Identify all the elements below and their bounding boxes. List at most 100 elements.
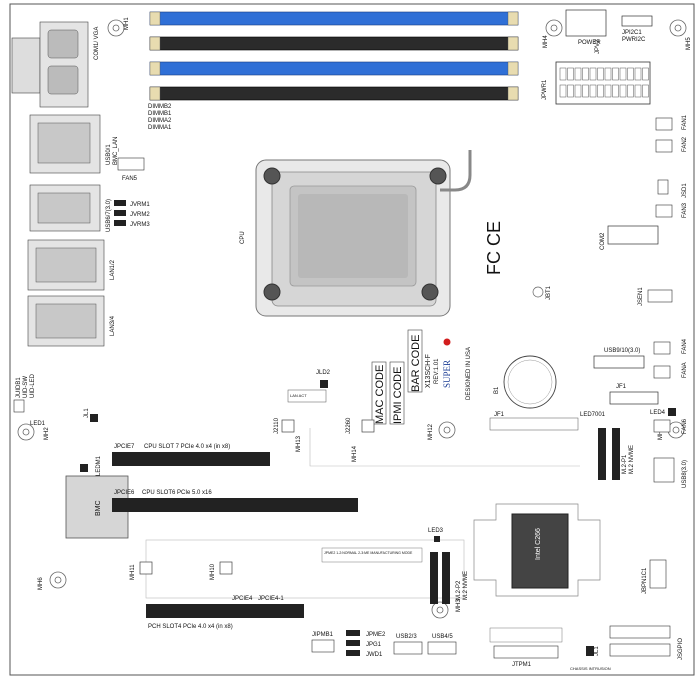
ipmi-code-box xyxy=(389,361,405,425)
label-mh6: MH6 xyxy=(38,577,44,590)
label-jpv2: JPV2 xyxy=(595,39,601,54)
jpwr1-pin xyxy=(567,84,574,98)
label-m2nvme: M.2 NVME xyxy=(629,445,635,474)
label-bmc: BMC xyxy=(95,500,102,516)
svg-text:FC CE: FC CE xyxy=(484,221,504,275)
jf1-pinout-table xyxy=(489,417,579,431)
label-rev: REV:1.01 xyxy=(434,358,440,384)
label-jpi2c1: JPI2C1 xyxy=(622,30,642,36)
label-led4: LED4 xyxy=(650,410,666,416)
label-ipmi-code: IPMI CODE xyxy=(392,367,404,424)
label-jpcie4-1: JPCIE4-1 xyxy=(258,596,284,602)
jpwr1-pin xyxy=(559,84,567,98)
label-fan2: FAN2 xyxy=(682,136,688,152)
usb23-header xyxy=(393,641,423,655)
label-mh7: MH7 xyxy=(658,427,664,440)
pcie4-slot xyxy=(146,604,304,618)
fan3-header xyxy=(655,204,673,218)
label-m2p2: M.2-P2 xyxy=(456,580,462,600)
m2p2-slot-b xyxy=(442,552,450,604)
jpwr1-pin xyxy=(604,84,612,98)
hole-mh12 xyxy=(438,421,456,439)
label-dimmb1: DIMMB1 xyxy=(148,111,172,117)
usb45-header xyxy=(427,641,457,655)
pcie6-slot xyxy=(112,498,358,512)
label-slot7: CPU SLOT 7 PCIe 4.0 x4 (in x8) xyxy=(144,444,230,450)
hole-mh5 xyxy=(669,19,687,37)
label-jsen1: JSEN1 xyxy=(638,287,644,306)
label-pwri2c: PWRI2C xyxy=(622,37,646,43)
com1-vga-connector xyxy=(11,21,89,108)
label-slot6: CPU SLOT6 PCIe 5.0 x16 xyxy=(142,490,212,496)
jpwr1-pin xyxy=(627,84,634,98)
m2-outline-top xyxy=(309,428,580,467)
label-usb01: USB0/1 xyxy=(106,144,112,165)
jpwr1-pin xyxy=(634,84,642,98)
led4 xyxy=(668,408,676,416)
label-mh12: MH12 xyxy=(428,423,434,440)
label-mh10: MH10 xyxy=(210,563,216,580)
jtpm1-header xyxy=(493,645,559,659)
jpwr1-pin xyxy=(582,67,589,81)
jlan-table xyxy=(287,389,327,403)
j2260-standoff xyxy=(361,419,375,433)
label-designed: DESIGNED IN USA xyxy=(466,347,472,400)
label-fan1: FAN1 xyxy=(682,114,688,130)
label-jbpn1c1: JBPN1C1 xyxy=(642,567,648,594)
fan4-header xyxy=(653,341,671,355)
label-lan34: LAN3/4 xyxy=(110,315,116,336)
label-com2: COM2 xyxy=(600,232,606,250)
jsgpio-connector xyxy=(609,625,671,639)
label-jtpm1: JTPM1 xyxy=(512,662,532,668)
m2p1-slot-a xyxy=(598,428,606,480)
jpme2-note-box xyxy=(321,547,423,563)
label-jl1: JL1 xyxy=(84,408,90,418)
label-jpcie6: JPCIE6 xyxy=(114,490,135,496)
label-fan4: FAN4 xyxy=(682,338,688,354)
jf1-header xyxy=(609,391,659,405)
jpwr1-pin xyxy=(567,67,574,81)
mounting-holes xyxy=(17,19,687,619)
label-mh1: MH1 xyxy=(124,17,130,30)
usb67-port xyxy=(37,192,91,224)
label-usb910: USB9/10(3.0) xyxy=(604,348,640,354)
jbpn1c1-header xyxy=(649,559,667,589)
label-jpwr1: JPWR1 xyxy=(542,79,548,100)
label-power: POWER xyxy=(578,40,601,46)
label-jf1: JF1 xyxy=(616,384,627,390)
label-jlan: LAN ACT xyxy=(290,393,307,398)
jpwr1-pin xyxy=(574,67,582,81)
jpwr1-pin xyxy=(627,67,634,81)
label-com1-vga: COM1/ VGA xyxy=(94,27,100,60)
battery-inner xyxy=(507,359,553,405)
fan6-header xyxy=(653,419,671,433)
label-lan12: LAN1/2 xyxy=(110,259,116,280)
mac-code-box xyxy=(371,361,387,425)
dimm-b1 xyxy=(149,36,519,51)
usb910-header xyxy=(593,355,645,369)
label-jpg1: JPG1 xyxy=(366,642,382,648)
jpi2c1-header xyxy=(621,15,653,27)
jpwr1-pin xyxy=(642,67,649,81)
usb01-bmclan-connector xyxy=(29,114,101,174)
label-j2260: J2260 xyxy=(346,417,352,434)
label-usb45: USB4/5 xyxy=(432,634,453,640)
fana-header xyxy=(653,365,671,379)
jpwr1-pin xyxy=(589,67,597,81)
label-mh11: MH11 xyxy=(130,564,136,580)
led3 xyxy=(434,536,440,542)
jpwr1-pin xyxy=(612,84,619,98)
hole-mh6 xyxy=(49,571,67,589)
jipmb1-header xyxy=(311,639,335,653)
label-chassis: CHASSIS INTRUSION xyxy=(570,666,611,671)
jpwr1-pin xyxy=(604,67,612,81)
label-juidb1: JUIDB1 xyxy=(16,377,22,398)
jl1-header xyxy=(90,414,98,422)
label-mh4: MH4 xyxy=(543,35,549,48)
label-m2nvme2: M.2 NVME xyxy=(463,571,469,600)
label-led7001: LED7001 xyxy=(580,412,606,418)
jpwr1-connector xyxy=(555,61,651,105)
label-super-logo: SUPER xyxy=(442,360,452,388)
label-j2110: J2110 xyxy=(274,417,280,434)
